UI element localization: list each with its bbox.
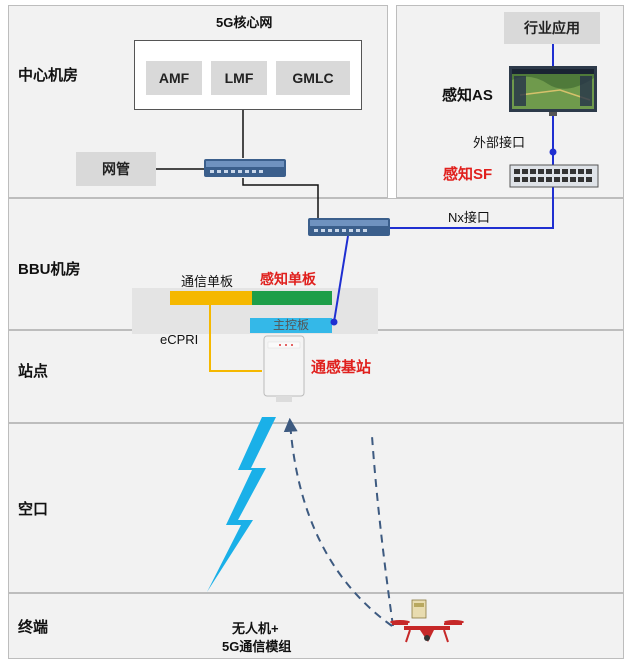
ecpri-label: eCPRI: [160, 332, 199, 347]
terminal-device-line1: 无人机+: [232, 621, 279, 636]
bbu-switch-icon: [308, 218, 390, 236]
link-node: [549, 148, 557, 156]
sensing-echo-arrow: [283, 417, 393, 627]
zone-terminal: [8, 593, 624, 659]
sf-to-switch-link: [390, 187, 554, 229]
external-interface-label: 外部接口: [473, 135, 526, 150]
sensing-sf-label: 感知SF: [443, 166, 493, 183]
main-control-board: 主控板: [250, 318, 332, 333]
zone-label-bbu: BBU机房: [18, 261, 81, 278]
nms-box: 网管: [76, 152, 156, 186]
core-nf-amf: AMF: [146, 61, 202, 95]
core-switch-icon: [204, 159, 286, 177]
black-links: [156, 110, 319, 220]
zone-label-site: 站点: [18, 363, 49, 380]
zone-label-central: 中心机房: [18, 67, 79, 84]
base-station-icon: [263, 335, 305, 402]
sensing-board: [252, 291, 332, 305]
sensing-board-label: 感知单板: [260, 271, 316, 287]
core-nf-lmf: LMF: [211, 61, 267, 95]
blue-links: [333, 44, 554, 323]
zone-label-terminal: 终端: [18, 619, 49, 636]
base-station-label: 通感基站: [311, 359, 372, 376]
zone-air-interface: [8, 423, 624, 593]
ecpri-fiber-link: [209, 305, 262, 372]
drone-icon: [390, 599, 464, 643]
switch-to-main-board-link: [333, 235, 349, 323]
zone-site: [8, 330, 624, 423]
terminal-device-line2: 5G通信模组: [222, 639, 292, 654]
sensing-beam-dashed: [371, 435, 394, 627]
core-nf-gmlc: GMLC: [276, 61, 350, 95]
industry-app-box: 行业应用: [504, 12, 600, 44]
sensing-as-label: 感知AS: [442, 87, 493, 104]
sensing-sf-server-icon: [509, 164, 599, 188]
core-network-title: 5G核心网: [216, 15, 273, 30]
wireless-link-bolt-icon: [207, 417, 276, 592]
zone-label-air: 空口: [18, 501, 49, 518]
nx-interface-label: Nx接口: [448, 210, 490, 225]
core-switch-to-bbu-switch-link: [242, 178, 319, 220]
sensing-as-monitor-icon: [509, 66, 597, 116]
comm-board: [170, 291, 252, 305]
comm-board-label: 通信单板: [181, 274, 234, 289]
link-node: [330, 318, 338, 326]
